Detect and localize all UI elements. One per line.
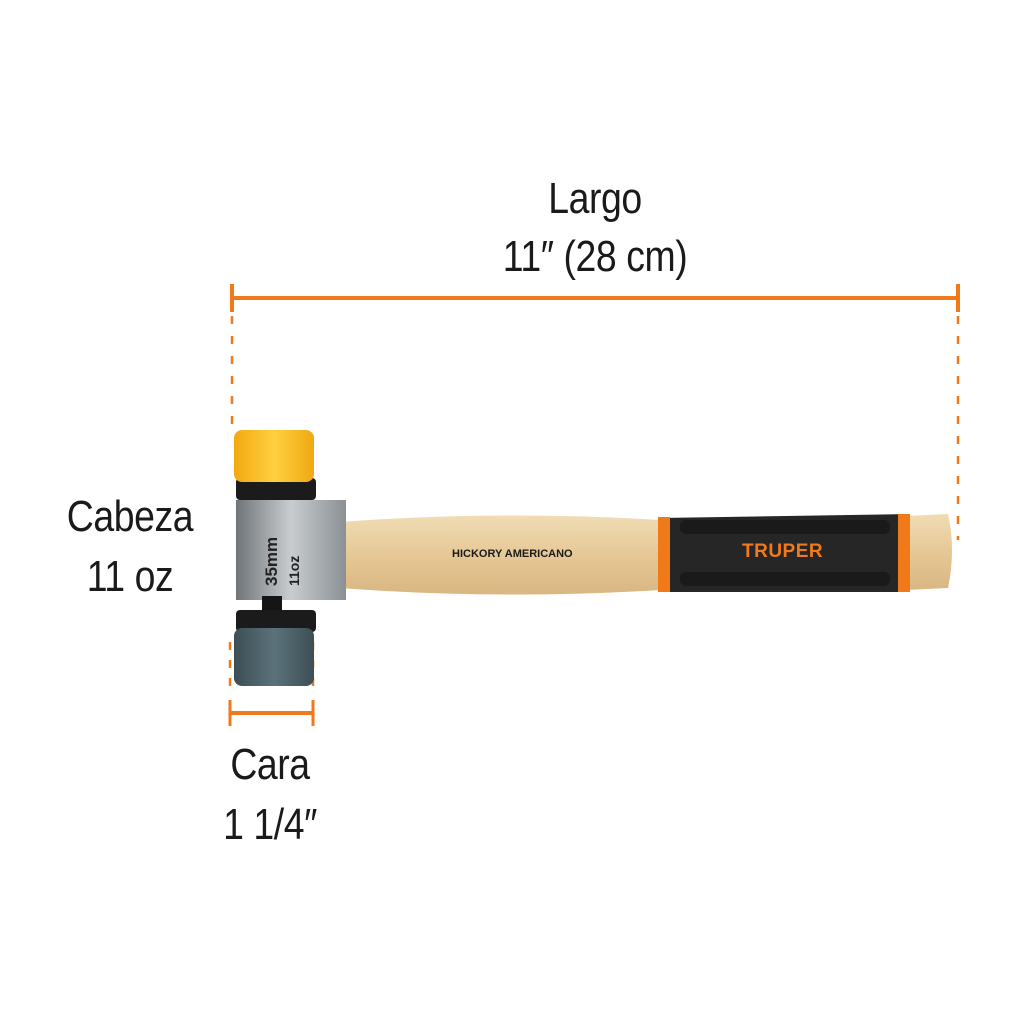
face-size-value: 1 1/4″ bbox=[223, 800, 317, 849]
length-value: 11″ (28 cm) bbox=[502, 232, 688, 281]
handle-wood-label: HICKORY AMERICANO bbox=[452, 548, 573, 560]
face-title: Cara bbox=[230, 740, 310, 789]
hammer-head bbox=[234, 430, 346, 686]
head-size-marking: 35mm bbox=[262, 536, 281, 586]
head-title: Cabeza bbox=[66, 492, 194, 541]
brand-logo: TRUPER bbox=[742, 541, 824, 562]
head-weight-marking: 11oz bbox=[286, 555, 302, 586]
face-dimension-line bbox=[228, 642, 315, 726]
head-weight-value: 11 oz bbox=[86, 552, 174, 601]
handle bbox=[340, 514, 952, 595]
length-dimension-line bbox=[230, 284, 960, 540]
length-title: Largo bbox=[548, 174, 642, 223]
